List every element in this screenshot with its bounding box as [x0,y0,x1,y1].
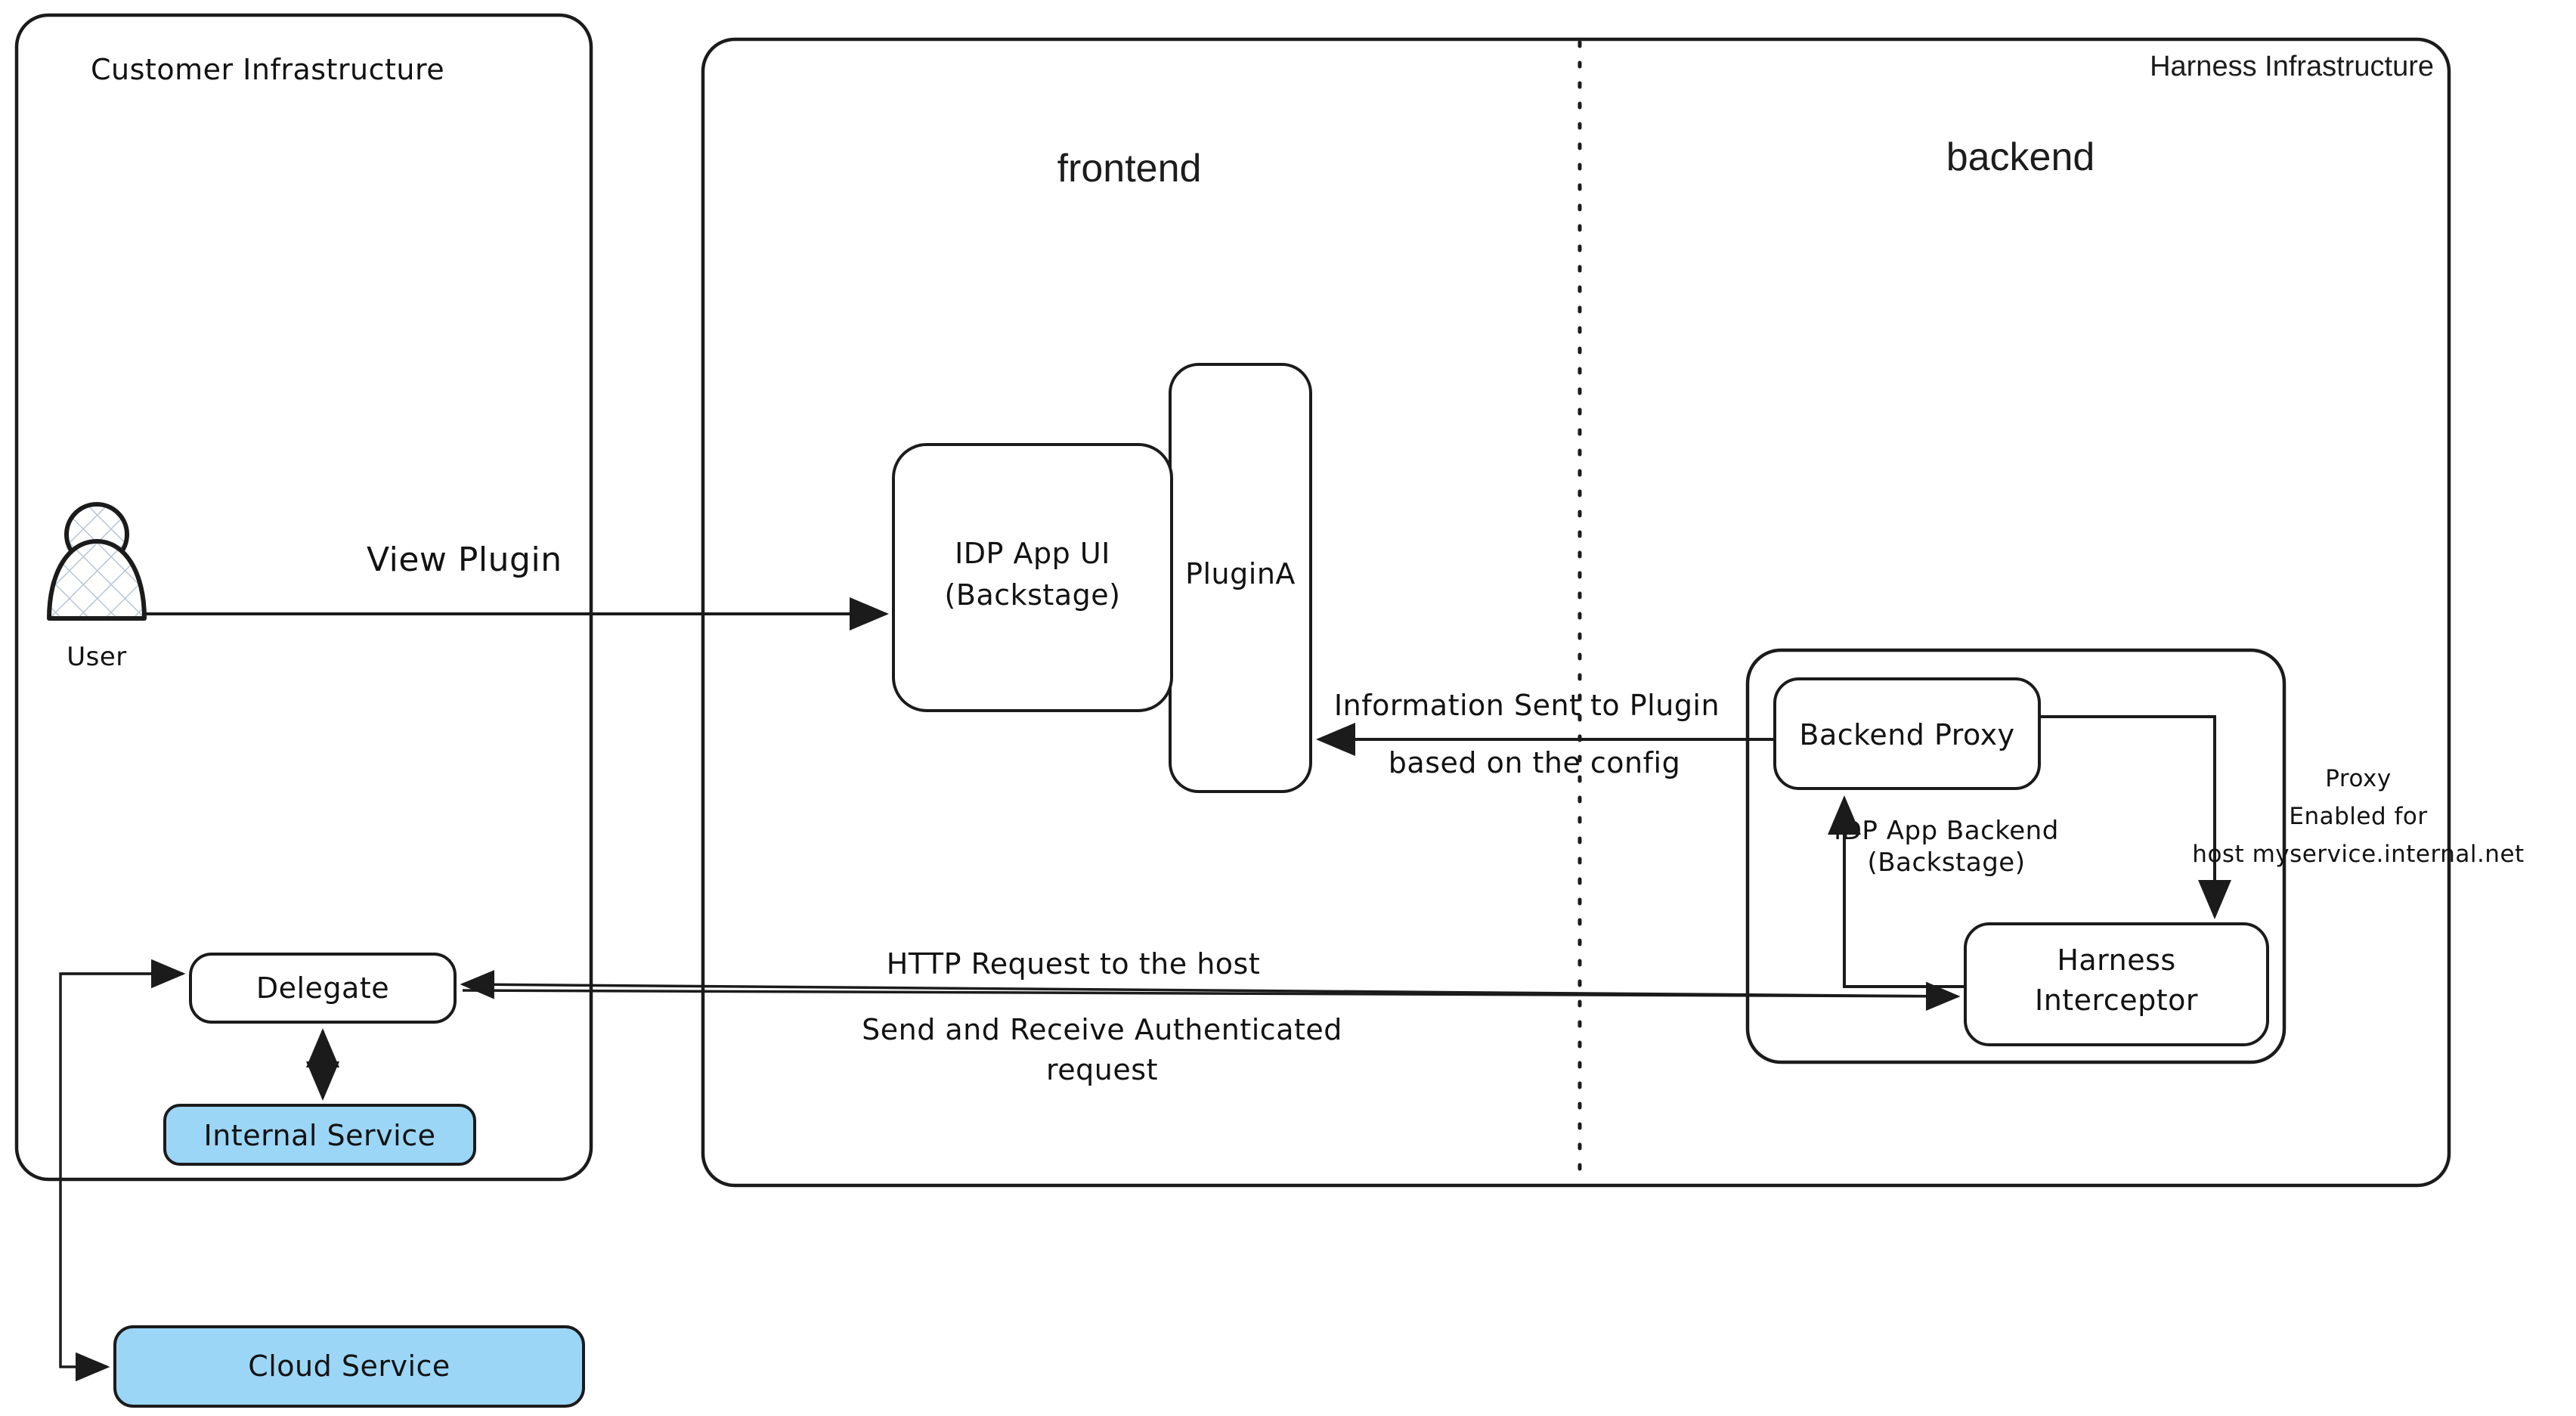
edge-proxy-note-line1: Proxy [2325,765,2391,792]
edge-cloud-service-loop [59,959,186,1382]
edge-interceptor-to-proxy [1828,795,1965,988]
node-backend-proxy-label: Backend Proxy [1799,718,2014,751]
node-harness-interceptor-label-line1: Harness [2057,943,2175,977]
edge-view-plugin: View Plugin [145,541,889,631]
edge-http-request: HTTP Request to the host Send and Receiv… [460,947,1961,1086]
section-title-frontend: frontend [1057,147,1202,191]
node-idp-app-backend-label-line1: IDP App Backend [1834,816,2059,846]
harness-infrastructure-label: Harness Infrastructure [2150,51,2434,82]
node-idp-app-ui[interactable]: IDP App UI (Backstage) [892,443,1173,712]
node-cloud-service-label: Cloud Service [248,1349,450,1383]
edge-http-request-label: HTTP Request to the host [887,947,1260,981]
node-idp-app-backend-label-line2: (Backstage) [1868,847,2026,878]
node-plugin-a-label: PluginA [1185,557,1296,590]
edge-view-plugin-label: View Plugin [367,541,562,579]
user-person-icon [47,502,147,621]
section-title-backend: backend [1946,135,2095,179]
edge-information-sent-label-line2: based on the config [1389,746,1680,779]
node-internal-service-label: Internal Service [204,1119,436,1152]
node-plugin-a[interactable]: PluginA [1169,363,1312,793]
node-idp-app-backend-group: IDP App Backend (Backstage) [1745,648,2287,1064]
edge-send-receive-label-line2: request [1046,1053,1158,1086]
edge-send-receive-label-line1: Send and Receive Authenticated [862,1013,1342,1046]
edge-proxy-to-interceptor: Proxy Enabled for host myservice.interna… [2039,715,2524,919]
edge-proxy-note-line2: Enabled for [2289,803,2427,830]
node-idp-app-ui-label-line1: IDP App UI [955,537,1110,570]
customer-infrastructure-container: Customer Infrastructure [14,13,593,1182]
node-delegate[interactable]: Delegate [189,953,457,1024]
node-delegate-label: Delegate [256,971,389,1005]
node-internal-service[interactable]: Internal Service [163,1104,476,1166]
node-harness-interceptor[interactable]: Harness Interceptor [1964,922,2269,1046]
node-idp-app-ui-label-line2: (Backstage) [945,578,1121,612]
node-harness-interceptor-label-line2: Interceptor [2035,984,2198,1017]
edge-information-sent-label-line1: Information Sent to Plugin [1334,689,1720,722]
user-label: User [67,642,127,672]
node-cloud-service[interactable]: Cloud Service [113,1325,585,1408]
user-actor[interactable]: User [47,502,147,672]
customer-infrastructure-label: Customer Infrastructure [91,53,444,86]
node-backend-proxy[interactable]: Backend Proxy [1773,677,2041,790]
edge-proxy-note-line3: host myservice.internal.net [2192,841,2524,868]
edge-information-sent-to-plugin: Information Sent to Plugin based on the … [1316,689,1775,779]
